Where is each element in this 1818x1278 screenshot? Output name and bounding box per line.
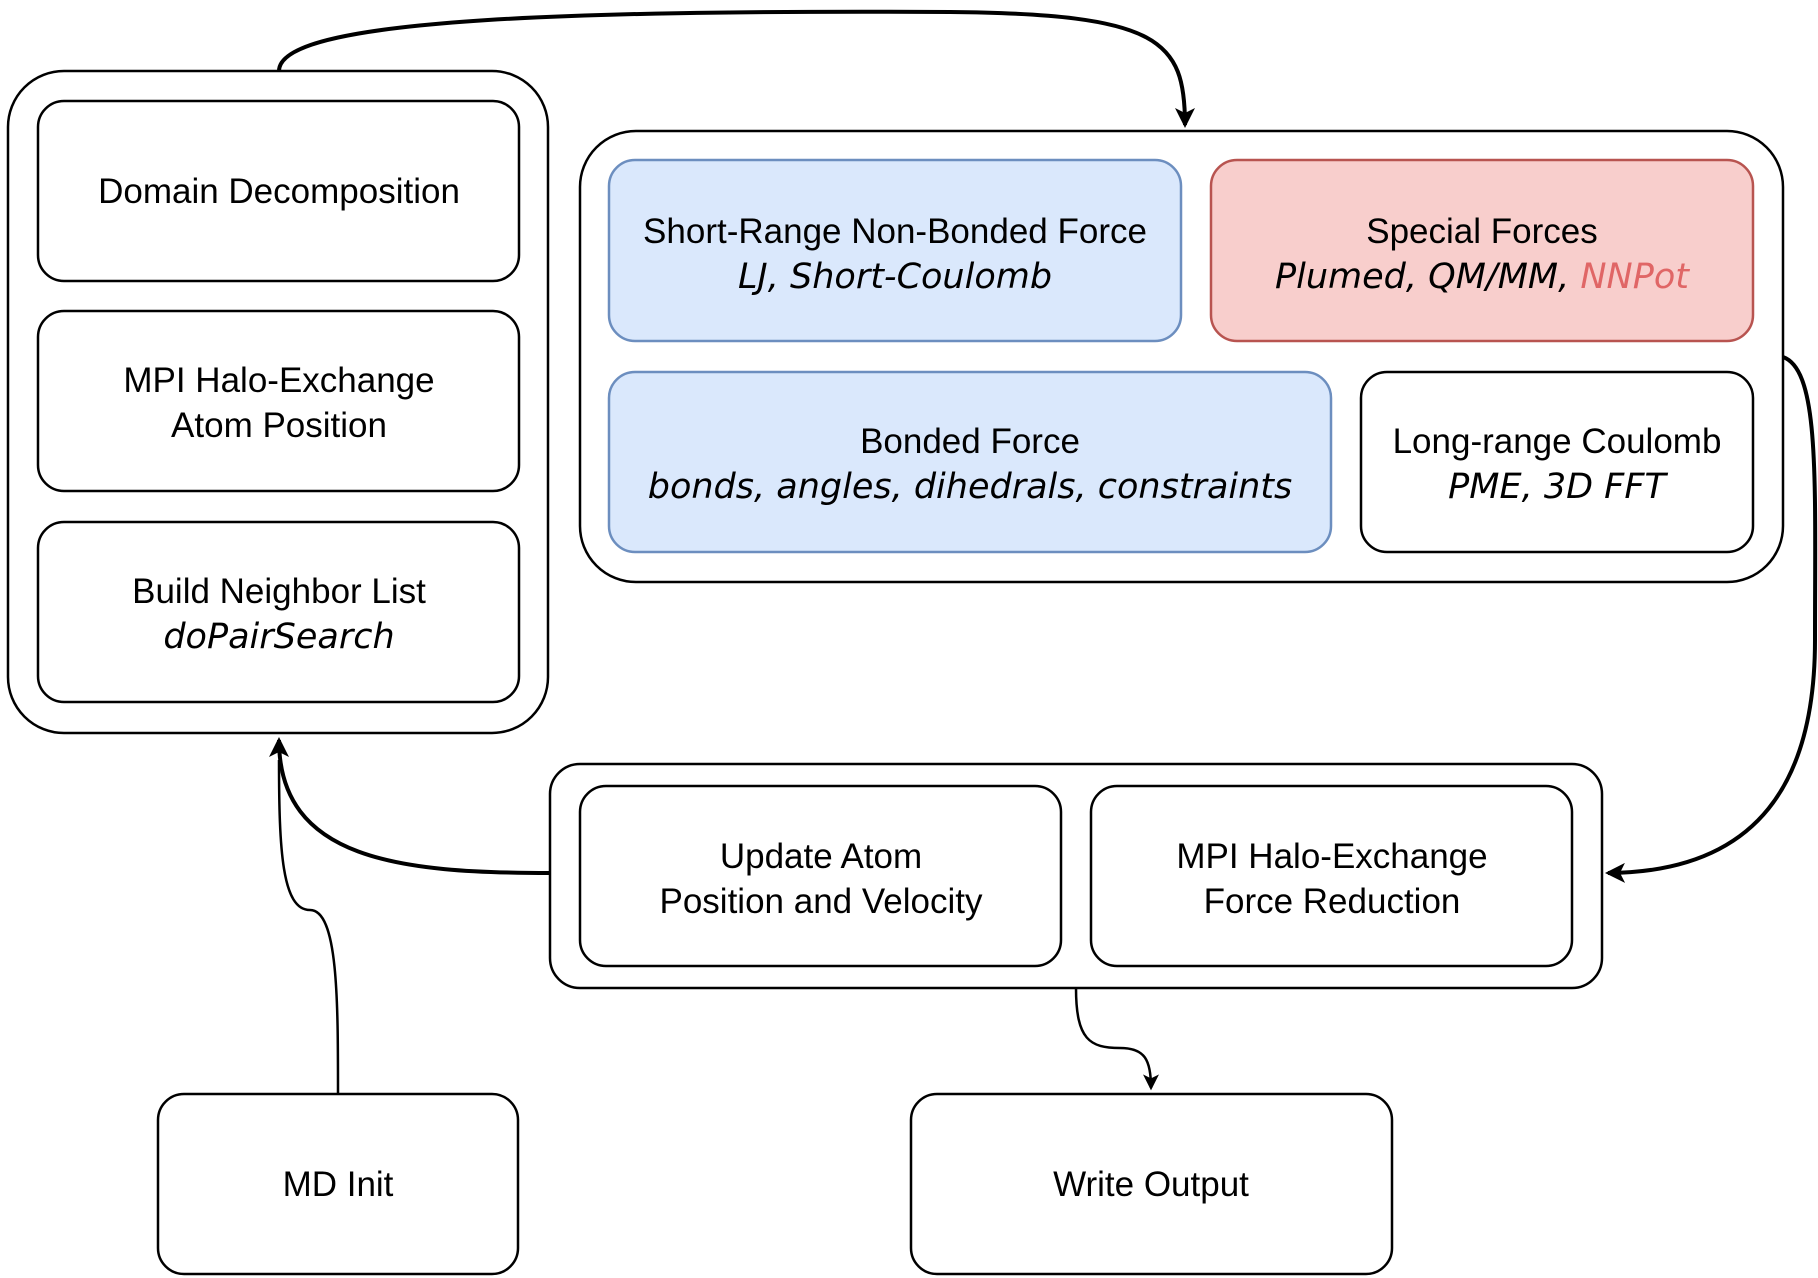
update-atom-line2: Position and Velocity xyxy=(660,882,983,921)
short-range-force-node[interactable]: Short-Range Non-Bonded Force LJ, Short-C… xyxy=(607,158,1183,343)
mpi-halo-position-line1: MPI Halo-Exchange xyxy=(123,361,434,400)
edge-integration-to-output xyxy=(1074,987,1159,1091)
special-forces-node[interactable]: Special Forces Plumed, QM/MM, NNPot xyxy=(1209,158,1755,343)
build-neighbor-list-node[interactable]: Build Neighbor List doPairSearch xyxy=(36,520,521,704)
build-neighbor-list-label: Build Neighbor List xyxy=(132,572,426,611)
edge-integration-to-setup xyxy=(269,737,551,875)
bonded-force-label: Bonded Force xyxy=(860,422,1080,461)
mpi-halo-exchange-position-node[interactable]: MPI Halo-Exchange Atom Position xyxy=(36,309,521,493)
edge-init-to-setup xyxy=(277,759,340,1095)
special-forces-sub: Plumed, QM/MM, NNPot xyxy=(1275,257,1690,297)
mpi-halo-position-line2: Atom Position xyxy=(171,406,387,445)
bonded-force-node[interactable]: Bonded Force bonds, angles, dihedrals, c… xyxy=(607,370,1333,554)
update-atom-node[interactable]: Update Atom Position and Velocity xyxy=(578,784,1063,968)
update-atom-line1: Update Atom xyxy=(720,837,922,876)
bonded-force-sub: bonds, angles, dihedrals, constraints xyxy=(648,467,1293,507)
do-pair-search-label: doPairSearch xyxy=(163,617,394,657)
mpi-halo-exchange-force-node[interactable]: MPI Halo-Exchange Force Reduction xyxy=(1089,784,1574,968)
md-init-label: MD Init xyxy=(283,1165,394,1204)
long-range-coulomb-label: Long-range Coulomb xyxy=(1393,422,1722,461)
special-forces-sub-plain: Plumed, QM/MM, xyxy=(1275,257,1580,297)
special-forces-label: Special Forces xyxy=(1366,212,1597,251)
edge-setup-to-forces xyxy=(277,9,1195,128)
short-range-force-label: Short-Range Non-Bonded Force xyxy=(643,212,1147,251)
long-range-coulomb-node[interactable]: Long-range Coulomb PME, 3D FFT xyxy=(1359,370,1755,554)
edge-forces-to-integration xyxy=(1605,355,1818,883)
short-range-force-sub: LJ, Short-Coulomb xyxy=(738,257,1052,297)
mpi-halo-force-line2: Force Reduction xyxy=(1204,882,1461,921)
md-init-node[interactable]: MD Init xyxy=(156,1092,520,1276)
write-output-node[interactable]: Write Output xyxy=(909,1092,1394,1276)
long-range-coulomb-sub: PME, 3D FFT xyxy=(1448,467,1668,507)
domain-decomposition-label: Domain Decomposition xyxy=(98,172,460,211)
write-output-label: Write Output xyxy=(1053,1165,1249,1204)
nnpot-highlight: NNPot xyxy=(1580,257,1690,297)
domain-decomposition-node[interactable]: Domain Decomposition xyxy=(36,99,521,283)
mpi-halo-force-line1: MPI Halo-Exchange xyxy=(1176,837,1487,876)
